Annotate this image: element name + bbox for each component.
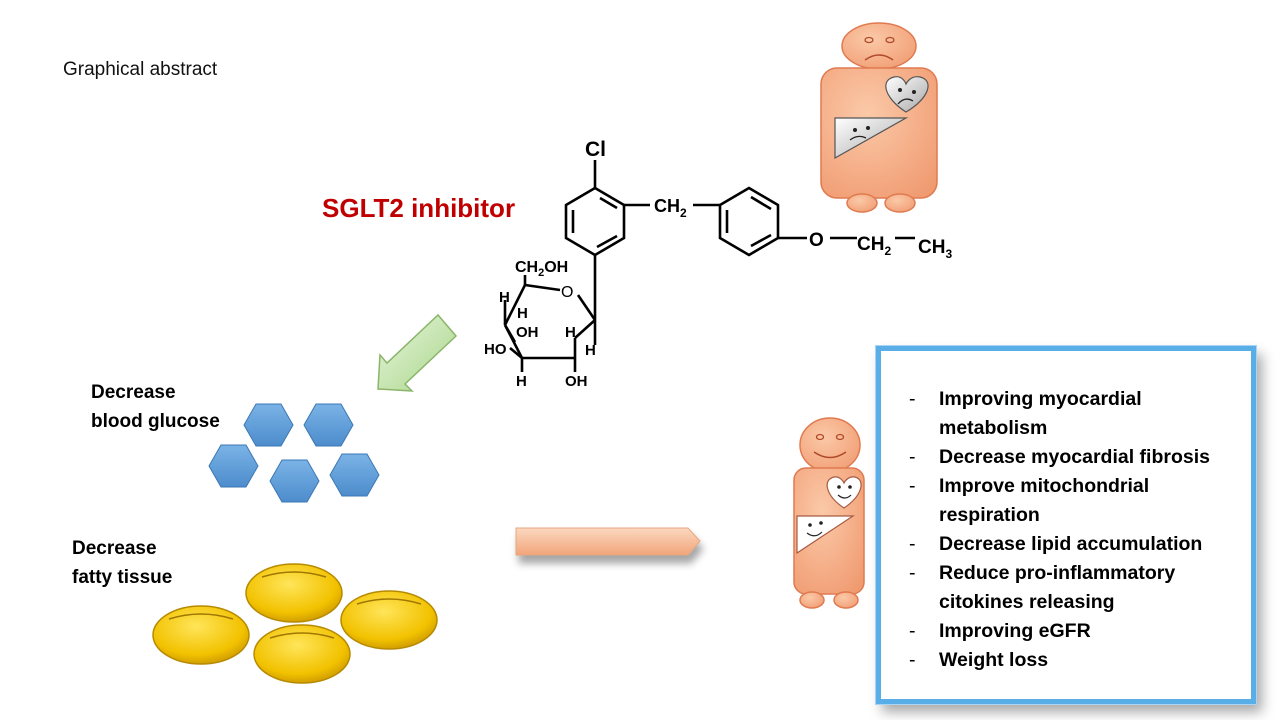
sugar-atom-7: H <box>516 373 527 390</box>
patient-figure-sad <box>820 22 938 213</box>
glucose-hexagon <box>208 444 259 488</box>
ring-oxygen-label: O <box>561 284 573 301</box>
fat-effect-label: Decrease fatty tissue <box>72 534 172 592</box>
ether-oxygen-label: O <box>809 230 824 251</box>
head <box>841 22 917 70</box>
smile <box>813 451 847 459</box>
sugar-atom-1: H <box>499 289 510 306</box>
fat-droplet <box>152 605 250 665</box>
fat-droplet <box>340 590 438 650</box>
glucose-effect-line-1: Decrease <box>91 382 176 403</box>
glucose-hexagon <box>243 403 294 447</box>
glucose-effect-line-2: blood glucose <box>91 411 220 432</box>
glucose-hexagons <box>208 403 380 503</box>
sugar-atom-3: OH <box>516 324 539 341</box>
benefit-item: Decrease myocardial fibrosis <box>901 443 1237 472</box>
sugar-atom-8: OH <box>565 373 588 390</box>
sugar-atom-6: H <box>585 342 596 359</box>
benefit-item: Weight loss <box>901 646 1237 675</box>
benefit-item: Decrease lipid accumulation <box>901 530 1237 559</box>
benefit-item: Improving eGFR <box>901 617 1237 646</box>
dapagliflozin-structure <box>503 160 915 372</box>
sad-heart-icon <box>885 76 929 113</box>
sad-kidney-icon <box>834 117 909 160</box>
drug-title: SGLT2 inhibitor <box>322 193 516 223</box>
ethyl-ch2-label: CH2 <box>857 234 891 258</box>
fat-droplet <box>245 563 343 623</box>
fat-droplet <box>253 624 351 684</box>
head <box>799 417 861 473</box>
chloro-label: Cl <box>585 138 606 161</box>
sugar-atom-4: H <box>565 324 576 341</box>
molecule-labels: Cl CH2 O CH2 CH3 O CH2OH H H OH H HO H H… <box>484 138 952 390</box>
down-left-arrow <box>377 313 458 392</box>
fat-effect-line-2: fatty tissue <box>72 567 173 588</box>
patient-figure-happy <box>793 417 865 609</box>
glucose-hexagon <box>303 403 354 447</box>
fat-droplets <box>152 563 438 684</box>
sugar-atom-5: HO <box>484 341 507 358</box>
right-arrow <box>515 527 701 556</box>
benzene-ring-left <box>564 186 626 257</box>
hydroxymethyl-label: CH2OH <box>515 259 568 279</box>
frown <box>864 54 894 61</box>
methylene-label: CH2 <box>654 196 687 220</box>
glucose-hexagon <box>269 459 320 503</box>
sugar-atom-2: H <box>517 305 528 322</box>
fat-effect-line-1: Decrease <box>72 538 157 559</box>
figure-caption: Graphical abstract <box>63 59 218 80</box>
glucose-hexagon <box>329 453 380 497</box>
benzene-ring-right <box>718 186 780 257</box>
happy-heart-icon <box>826 476 862 509</box>
glucose-effect-label: Decrease blood glucose <box>91 378 220 436</box>
methyl-label: CH3 <box>918 237 952 261</box>
